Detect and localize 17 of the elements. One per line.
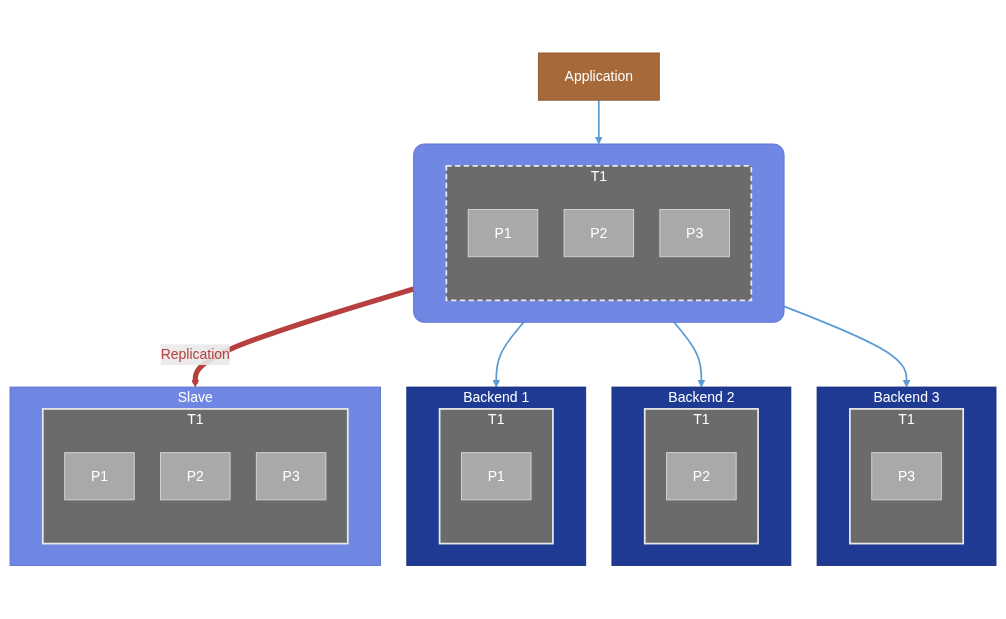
arrow (595, 99, 603, 145)
arrow (673, 321, 706, 388)
edge-label: Replication (160, 347, 230, 362)
node-box: P3 (659, 209, 730, 258)
arrow (783, 305, 911, 388)
cluster (413, 143, 785, 324)
arrow (191, 286, 415, 388)
node-box: P2 (160, 452, 231, 501)
arrow (492, 321, 525, 388)
node-box: P1 (461, 452, 532, 501)
node-box: P3 (871, 452, 942, 501)
node-box: P3 (255, 452, 327, 501)
node-box: P1 (64, 452, 135, 501)
node-box: P1 (467, 209, 539, 258)
node-box: Application (537, 52, 660, 101)
node-box: P2 (666, 452, 737, 501)
node-box: P2 (563, 209, 635, 258)
